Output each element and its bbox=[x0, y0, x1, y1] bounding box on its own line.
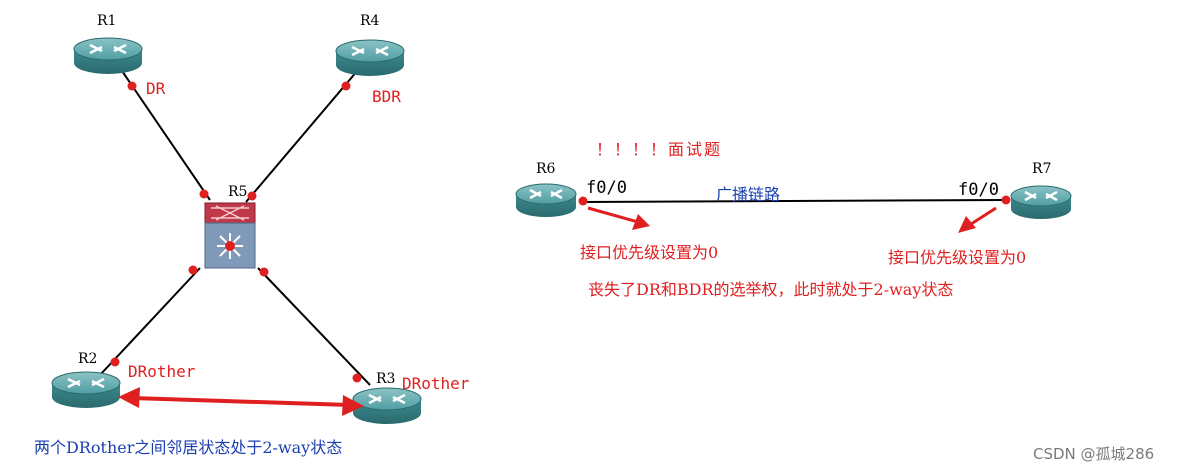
link-r1-r5 bbox=[119, 67, 211, 201]
iface-r6: f0/0 bbox=[586, 178, 627, 198]
watermark: CSDN @孤城286 bbox=[1033, 445, 1155, 463]
pointer-arrow-r6 bbox=[587, 206, 650, 230]
label-r4: R4 bbox=[360, 13, 380, 29]
explanation-text: 丧失了DR和BDR的选举权，此时就处于2-way状态 bbox=[588, 280, 954, 299]
two-way-arrow bbox=[118, 387, 364, 416]
label-r7: R7 bbox=[1032, 161, 1052, 177]
router-r1-icon bbox=[73, 37, 143, 74]
r6-priority-note: 接口优先级设置为0 bbox=[580, 243, 719, 262]
router-r7-icon bbox=[1010, 185, 1072, 219]
router-r4-icon bbox=[335, 39, 405, 76]
r7-priority-note: 接口优先级设置为0 bbox=[888, 248, 1027, 267]
router-r2-icon bbox=[51, 371, 121, 408]
label-r1: R1 bbox=[97, 13, 117, 29]
label-r6: R6 bbox=[536, 161, 556, 177]
link-r6-r7 bbox=[581, 199, 1007, 203]
link-r4-r5 bbox=[245, 69, 359, 203]
broadcast-link-label: 广播链路 bbox=[716, 185, 781, 204]
label-r3: R3 bbox=[376, 371, 396, 387]
router-r3-icon bbox=[352, 387, 422, 424]
port-dots bbox=[110, 81, 1011, 383]
role-r3: DRother bbox=[402, 374, 470, 393]
pointer-arrow-r7 bbox=[958, 206, 997, 233]
label-r2: R2 bbox=[78, 351, 98, 367]
link-r3-r5 bbox=[257, 267, 371, 386]
switch-r5-icon bbox=[204, 202, 256, 269]
role-r4: BDR bbox=[372, 87, 401, 106]
router-r6-icon bbox=[515, 183, 577, 217]
link-r2-r5 bbox=[99, 267, 201, 376]
role-r1: DR bbox=[146, 79, 166, 98]
label-r5: R5 bbox=[228, 184, 248, 200]
role-r2: DRother bbox=[128, 362, 196, 381]
interview-heading: ！！！！面试题 bbox=[596, 140, 723, 159]
left-caption: 两个DRother之间邻居状态处于2-way状态 bbox=[34, 438, 343, 457]
iface-r7: f0/0 bbox=[958, 180, 999, 200]
